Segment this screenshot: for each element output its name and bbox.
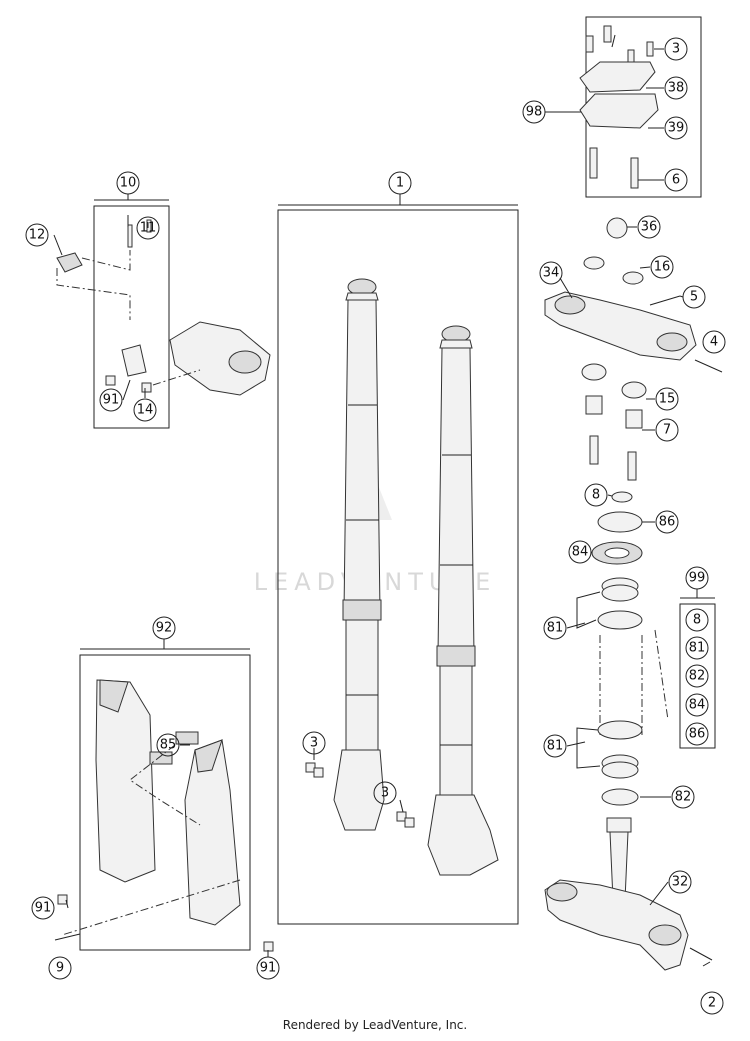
callout-32: 32	[668, 870, 692, 894]
svg-text:14: 14	[137, 403, 154, 418]
kit-92-box	[79, 654, 251, 951]
svg-text:84: 84	[689, 698, 706, 713]
handlebar-clamp-parts	[579, 25, 659, 189]
callout-16: 16	[650, 255, 674, 279]
svg-text:91: 91	[103, 393, 120, 408]
callout-14: 14	[133, 398, 157, 422]
svg-text:8: 8	[592, 488, 600, 503]
kit-99-box	[679, 603, 716, 749]
callout-2: 2	[700, 991, 724, 1015]
callout-86: 86	[655, 510, 679, 534]
callout-7: 7	[655, 418, 679, 442]
svg-text:10: 10	[120, 176, 137, 191]
svg-text:2: 2	[708, 996, 716, 1011]
callout-10: 10	[116, 171, 140, 195]
svg-text:1: 1	[396, 176, 404, 191]
steering-bearings	[591, 491, 669, 806]
callout-11: 11	[136, 216, 160, 240]
callout-92: 92	[152, 616, 176, 640]
svg-text:4: 4	[710, 335, 718, 350]
svg-text:11: 11	[140, 221, 157, 236]
callout-81-top: 81	[543, 616, 567, 640]
lower-triple-clamp	[544, 817, 713, 971]
callout-91-clamp: 91	[99, 388, 123, 412]
svg-text:99: 99	[689, 571, 706, 586]
svg-text:9: 9	[56, 961, 64, 976]
callout-82-kit: 82	[685, 664, 709, 688]
svg-text:81: 81	[689, 641, 706, 656]
svg-text:82: 82	[689, 669, 706, 684]
svg-text:81: 81	[547, 739, 564, 754]
callout-3-top: 3	[664, 37, 688, 61]
cable-guide-parts	[56, 219, 271, 396]
callout-81-bottom: 81	[543, 734, 567, 758]
svg-text:85: 85	[160, 738, 177, 753]
callout-82: 82	[671, 785, 695, 809]
callout-8-kit: 8	[685, 608, 709, 632]
svg-text:36: 36	[641, 220, 658, 235]
callout-36: 36	[637, 215, 661, 239]
svg-text:81: 81	[547, 621, 564, 636]
upper-triple-clamp	[544, 217, 723, 481]
svg-text:91: 91	[260, 961, 277, 976]
callout-34: 34	[539, 261, 563, 285]
callout-4: 4	[702, 330, 726, 354]
svg-text:3: 3	[310, 736, 318, 751]
fork-clamp-bolts	[305, 762, 415, 828]
svg-text:5: 5	[690, 290, 698, 305]
callout-9: 9	[48, 956, 72, 980]
svg-text:32: 32	[672, 875, 689, 890]
svg-text:3: 3	[672, 42, 680, 57]
callout-91-guard-right: 91	[256, 956, 280, 980]
svg-text:38: 38	[668, 81, 685, 96]
callout-84-kit: 84	[685, 693, 709, 717]
svg-text:12: 12	[29, 228, 46, 243]
callout-38: 38	[664, 76, 688, 100]
svg-text:86: 86	[689, 727, 706, 742]
svg-text:34: 34	[543, 266, 560, 281]
callout-6: 6	[664, 168, 688, 192]
fork-guard-parts	[54, 679, 274, 952]
callout-1: 1	[388, 171, 412, 195]
callout-12: 12	[25, 223, 49, 247]
kit-1-box	[277, 209, 519, 925]
svg-text:7: 7	[663, 423, 671, 438]
svg-text:39: 39	[668, 121, 685, 136]
svg-text:6: 6	[672, 173, 680, 188]
svg-text:16: 16	[654, 260, 671, 275]
callout-39: 39	[664, 116, 688, 140]
callout-84: 84	[568, 540, 592, 564]
kit-10-box	[93, 205, 170, 429]
callout-98: 98	[522, 100, 546, 124]
svg-text:92: 92	[156, 621, 173, 636]
callout-99: 99	[685, 566, 709, 590]
svg-text:84: 84	[572, 545, 589, 560]
callout-3-fork-right: 3	[373, 781, 397, 805]
callout-85: 85	[156, 733, 180, 757]
callout-8: 8	[584, 483, 608, 507]
svg-text:8: 8	[693, 613, 701, 628]
callout-3-fork-left: 3	[302, 731, 326, 755]
callout-5: 5	[682, 285, 706, 309]
svg-text:91: 91	[35, 901, 52, 916]
callout-15: 15	[655, 387, 679, 411]
callout-81-kit: 81	[685, 636, 709, 660]
footer-credit: Rendered by LeadVenture, Inc.	[282, 1018, 468, 1032]
svg-text:86: 86	[659, 515, 676, 530]
svg-text:98: 98	[526, 105, 543, 120]
callout-91-guard-left: 91	[31, 896, 55, 920]
svg-text:15: 15	[659, 392, 676, 407]
svg-text:82: 82	[675, 790, 692, 805]
svg-text:3: 3	[381, 786, 389, 801]
right-fork-leg	[427, 325, 499, 876]
callout-86-kit: 86	[685, 722, 709, 746]
left-fork-leg	[333, 278, 385, 831]
